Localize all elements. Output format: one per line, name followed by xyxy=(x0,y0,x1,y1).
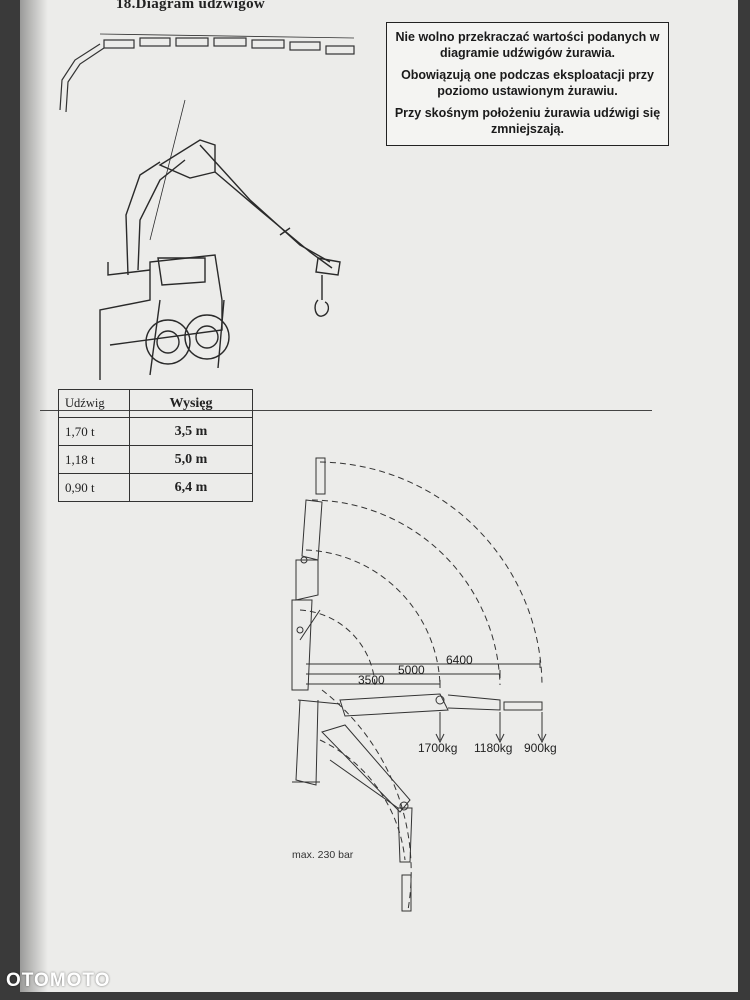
reach-label-6400: 6400 xyxy=(446,653,473,667)
notice-box: Nie wolno przekraczać wartości podanych … xyxy=(386,22,669,146)
truck-crane-drawing xyxy=(99,99,341,380)
table-row: 1,70 t 3,5 m xyxy=(58,417,253,446)
reach-label-3500: 3500 xyxy=(358,673,385,687)
reach-cell: 5,0 m xyxy=(129,445,253,474)
watermark-logo: OTOMOTO xyxy=(6,970,111,991)
section-divider xyxy=(40,410,652,411)
load-diagram xyxy=(291,457,547,912)
pressure-label: max. 230 bar xyxy=(292,849,354,861)
boom-segments-icon xyxy=(59,33,355,113)
table-header-row: Udźwig Wysięg xyxy=(58,389,253,418)
table-row: 0,90 t 6,4 m xyxy=(58,473,253,502)
load-cell: 1,18 t xyxy=(58,445,130,474)
reach-label-5000: 5000 xyxy=(398,663,425,677)
header-reach: Wysięg xyxy=(129,389,253,418)
capacity-table: Udźwig Wysięg 1,70 t 3,5 m 1,18 t 5,0 m … xyxy=(58,389,253,502)
table-row: 1,18 t 5,0 m xyxy=(58,445,253,474)
reach-cell: 6,4 m xyxy=(129,473,253,502)
header-load: Udźwig xyxy=(58,389,130,418)
notice-line-1: Nie wolno przekraczać wartości podanych … xyxy=(395,30,660,60)
section-heading: 18.Diagram udźwigów xyxy=(116,0,266,12)
load-label-1700: 1700kg xyxy=(418,741,457,755)
load-label-1180: 1180kg xyxy=(474,741,512,755)
load-label-900: 900kg xyxy=(524,741,557,755)
load-cell: 1,70 t xyxy=(58,417,130,446)
notice-line-3: Przy skośnym położeniu żurawia udźwigi s… xyxy=(394,106,661,136)
load-cell: 0,90 t xyxy=(58,473,130,502)
reach-cell: 3,5 m xyxy=(129,417,253,446)
notice-line-2: Obowiązują one podczas eksploatacji przy… xyxy=(401,68,654,98)
